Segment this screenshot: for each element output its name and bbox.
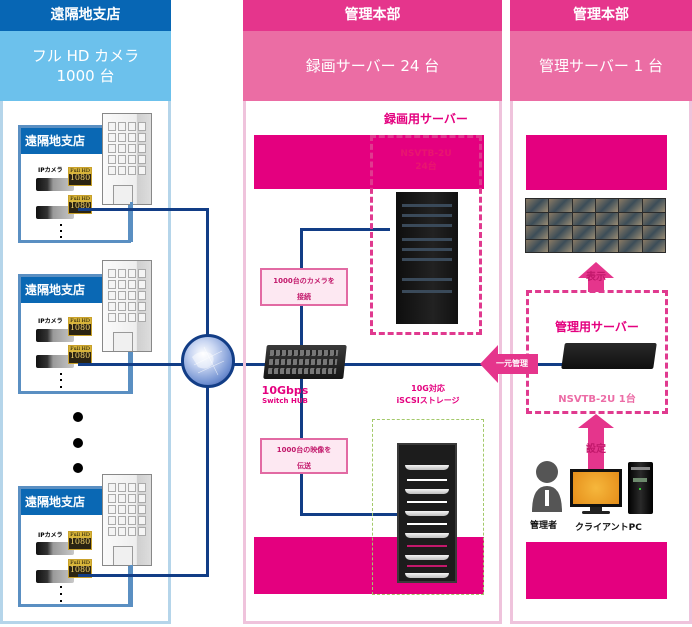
admin-label: 管理者 [530, 521, 558, 531]
magenta-block [254, 135, 484, 189]
network-line [78, 363, 186, 366]
pc-tower-icon [628, 462, 653, 514]
ip-camera-label: IPカメラ [38, 318, 63, 325]
ip-camera-label: IPカメラ [38, 167, 63, 174]
ip-camera-icon [36, 178, 74, 191]
branch-column-header: 遠隔地支店 [0, 0, 171, 31]
network-line [78, 574, 209, 577]
building-connector [130, 352, 133, 394]
more-dot [60, 586, 62, 588]
hq-recording-header: 管理本部 [243, 0, 502, 31]
branch-column-subheader: フル HD カメラ 1000 台 [0, 31, 171, 101]
storage-group [372, 419, 484, 595]
video-monitor-wall [525, 198, 666, 253]
branch-column: 遠隔地支店 フル HD カメラ 1000 台 [0, 0, 171, 624]
note-connect-cameras: 1000台のカメラを 接続 [260, 268, 348, 306]
ip-camera-icon [36, 329, 74, 342]
more-dot [60, 386, 62, 388]
ip-camera-label: IPカメラ [38, 532, 63, 539]
ip-camera-icon [36, 542, 74, 555]
magenta-block [526, 135, 667, 190]
display-arrow-icon [578, 262, 614, 292]
monitor-base [582, 511, 610, 514]
management-server-group [526, 290, 668, 414]
recording-server-group [370, 135, 482, 335]
ip-camera-icon [36, 206, 74, 219]
network-line [206, 208, 209, 336]
camera-count-line1: フル HD カメラ [31, 47, 140, 65]
note-transfer-video: 1000台の映像を 伝送 [260, 438, 348, 474]
more-dot [60, 379, 62, 381]
more-dot [60, 373, 62, 375]
client-pc-label: クライアントPC [575, 523, 642, 533]
iscsi-storage-icon [397, 443, 457, 583]
management-server-icon [561, 343, 657, 369]
more-dot [60, 593, 62, 595]
building-icon [102, 260, 152, 352]
client-monitor-icon [570, 469, 622, 507]
management-server-count: 管理サーバー 1 台 [510, 31, 692, 101]
management-server-model: NSVTB-2U 1台 [558, 394, 636, 405]
recording-server-rack-icon [396, 192, 458, 324]
recording-server-title: 録画用サーバー [384, 112, 468, 126]
hq-management-column: 管理本部 管理サーバー 1 台 [510, 0, 692, 624]
settings-arrow-icon [578, 414, 614, 470]
switch-hub-label: 10Gbps Switch HUB [261, 384, 309, 405]
unified-management-arrow-icon [480, 345, 538, 383]
network-line [206, 386, 209, 577]
more-dot [60, 230, 62, 232]
admin-person-icon [532, 461, 562, 512]
ellipsis-dot [73, 438, 83, 448]
building-connector [130, 202, 133, 242]
building-icon [102, 113, 152, 205]
display-label: 表示 [586, 272, 606, 283]
internet-globe-icon [181, 334, 235, 388]
iscsi-storage-label: 10G対応 iSCSIストレージ [396, 384, 460, 405]
ip-camera-icon [36, 570, 74, 583]
hq-recording-column: 管理本部 録画サーバー 24 台 [243, 0, 502, 624]
recording-server-model-label: NSVTB-2U 24台 [400, 149, 452, 172]
switch-hub-icon [263, 345, 347, 379]
more-dot [60, 600, 62, 602]
network-line [300, 513, 400, 516]
ellipsis-dot [73, 412, 83, 422]
camera-count-line2: 1000 台 [56, 67, 115, 85]
building-connector [130, 565, 133, 607]
magenta-block [526, 542, 667, 599]
ellipsis-dot [73, 463, 83, 473]
network-line [300, 228, 390, 231]
unified-management-label: 一元管理 [496, 359, 528, 368]
more-dot [60, 236, 62, 238]
more-dot [60, 224, 62, 226]
network-line [78, 208, 208, 211]
network-line [232, 363, 500, 366]
monitor-stand [590, 507, 602, 511]
building-icon [102, 474, 152, 566]
ip-camera-icon [36, 355, 74, 368]
hq-management-header: 管理本部 [510, 0, 692, 31]
settings-label: 設定 [586, 444, 606, 455]
management-server-title: 管理用サーバー [555, 320, 639, 334]
recording-server-count: 録画サーバー 24 台 [243, 31, 502, 101]
